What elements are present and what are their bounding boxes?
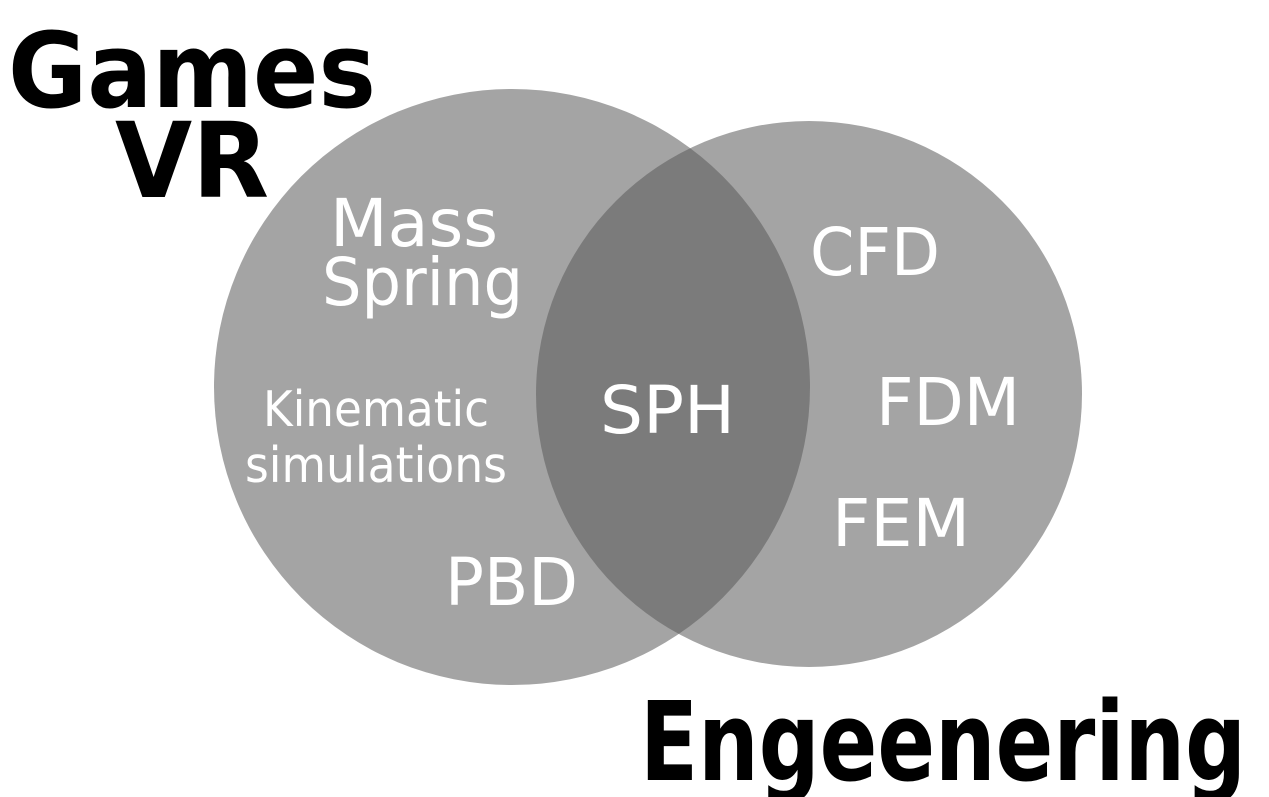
item-fdm: FDM	[876, 364, 1020, 441]
item-mass-spring-line2: Spring	[322, 244, 523, 321]
item-cfd: CFD	[810, 214, 940, 291]
overlap-region	[536, 121, 810, 667]
item-fem: FEM	[832, 485, 970, 562]
item-pbd: PBD	[445, 544, 578, 621]
right-set-title: Engeenering	[640, 678, 1246, 797]
left-set-title-line2: VR	[115, 100, 269, 222]
left-set-title-line1: Games	[8, 10, 376, 132]
item-kinematic-line1: Kinematic	[263, 381, 489, 438]
item-sph: SPH	[600, 372, 735, 449]
item-mass-spring-line1: Mass	[330, 185, 498, 262]
item-kinematic-line2: simulations	[245, 437, 507, 494]
